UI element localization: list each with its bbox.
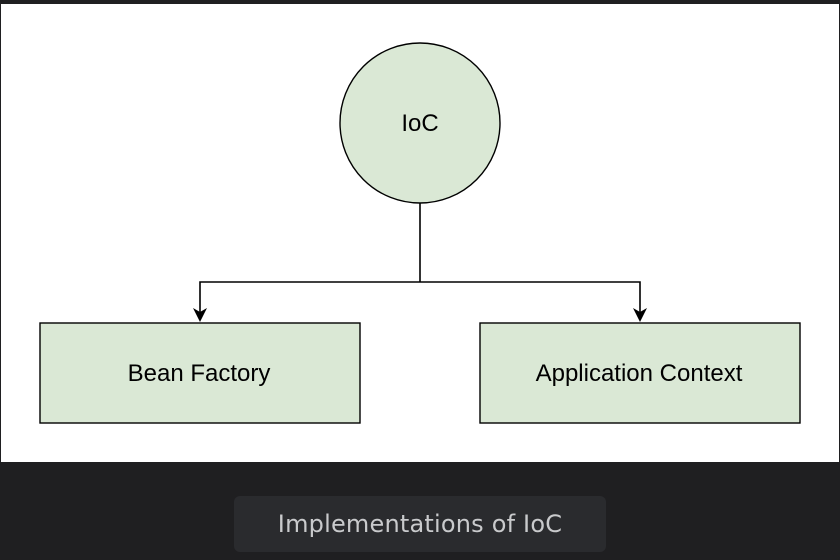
node-bean-factory-shape [39, 322, 361, 424]
connectors [193, 203, 647, 322]
node-ioc: IoC [339, 42, 501, 204]
arrowhead-bean-factory [193, 308, 207, 322]
diagram: IoC Bean Factory Application Context [39, 42, 801, 424]
node-ioc-label: IoC [401, 110, 438, 137]
edge-to-application-context [420, 281, 641, 320]
arrowhead-application-context [633, 308, 647, 322]
caption-text: Implementations of IoC [277, 510, 563, 538]
node-bean-factory-label: Bean Factory [128, 360, 271, 387]
edge-to-bean-factory [199, 281, 420, 320]
node-bean-factory: Bean Factory [39, 322, 361, 424]
caption: Implementations of IoC [234, 496, 606, 552]
node-application-context-label: Application Context [536, 360, 743, 387]
node-ioc-shape [339, 42, 501, 204]
node-application-context-shape [479, 322, 801, 424]
node-application-context: Application Context [479, 322, 801, 424]
